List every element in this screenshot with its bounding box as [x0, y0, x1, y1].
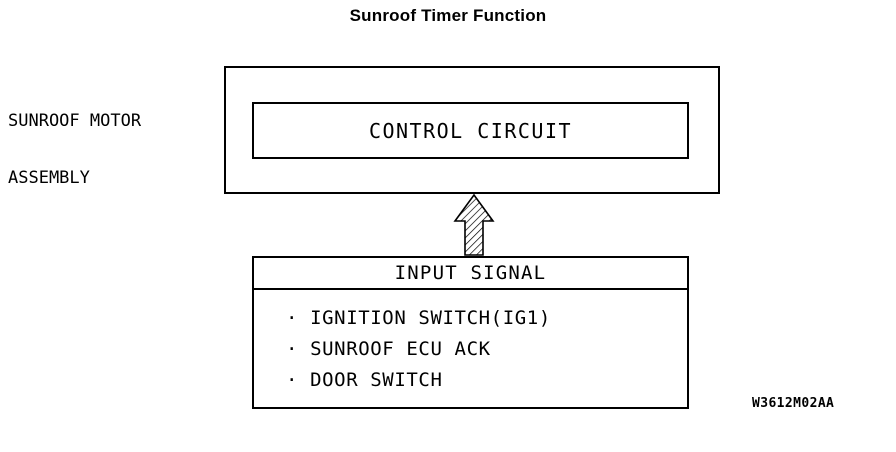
control-circuit-label: CONTROL CIRCUIT [368, 118, 573, 143]
list-item: · IGNITION SWITCH(IG1) [286, 307, 551, 329]
input-signal-list: · IGNITION SWITCH(IG1) · SUNROOF ECU ACK… [254, 292, 687, 396]
hatched-up-arrow-icon [452, 193, 496, 256]
assembly-label-line1: SUNROOF MOTOR [8, 111, 142, 131]
list-item: · DOOR SWITCH [286, 369, 443, 391]
control-circuit-box: CONTROL CIRCUIT [252, 102, 689, 159]
list-item: · SUNROOF ECU ACK [286, 338, 491, 360]
sunroof-motor-assembly-label: SUNROOF MOTOR ASSEMBLY [8, 74, 223, 226]
input-signal-title: INPUT SIGNAL [394, 262, 547, 284]
figure-code: W3612M02AA [752, 396, 835, 411]
page-title: Sunroof Timer Function [349, 6, 547, 25]
input-signal-header: INPUT SIGNAL [254, 258, 687, 290]
assembly-label-line2: ASSEMBLY [8, 168, 90, 188]
input-signal-box: INPUT SIGNAL · IGNITION SWITCH(IG1) · SU… [252, 256, 689, 409]
